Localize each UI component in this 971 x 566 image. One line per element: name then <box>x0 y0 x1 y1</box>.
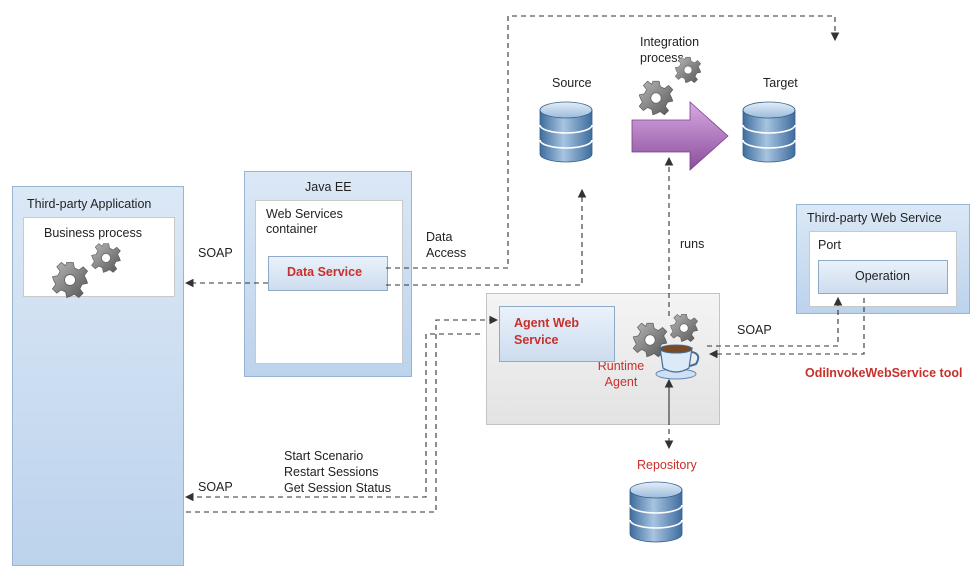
operation-label: Operation <box>855 269 910 283</box>
target-database-icon <box>742 101 796 163</box>
integration-process-label: Integration process <box>640 35 700 65</box>
repository-label: Repository <box>637 458 697 472</box>
soap-to-operation-arrow <box>707 296 843 347</box>
business-process-gears-icon <box>51 243 121 299</box>
port-label: Port <box>818 238 841 252</box>
source-label: Source <box>552 76 592 90</box>
process-arrow-icon <box>631 101 729 171</box>
third-party-web-service-title: Third-party Web Service <box>807 211 942 225</box>
runtime-agent-label: Runtime Agent <box>597 359 645 389</box>
soap-return-arrow <box>184 333 480 502</box>
operation-box[interactable]: Operation <box>818 260 948 294</box>
java-ee-title: Java EE <box>305 180 352 194</box>
repository-database-icon <box>629 481 683 543</box>
soap-right-label: SOAP <box>737 323 772 337</box>
source-database-icon <box>539 101 593 163</box>
data-service-label: Data Service <box>287 265 363 279</box>
target-label: Target <box>763 76 798 90</box>
data-access-to-target-arrow <box>386 15 840 269</box>
soap-bottom-label: SOAP <box>198 480 233 494</box>
soap-from-operation-arrow <box>708 298 865 359</box>
operation-get-session-status: Get Session Status <box>284 481 392 495</box>
web-services-container-label: Web Services container <box>266 207 343 236</box>
data-access-label: Data Access <box>426 230 467 260</box>
agent-web-service-box[interactable]: Agent Web Service <box>499 306 615 362</box>
agent-web-service-label: Agent Web Service <box>514 316 580 347</box>
runs-label: runs <box>680 237 705 251</box>
business-process-box: Business process <box>23 217 175 297</box>
data-access-to-source-arrow <box>386 188 587 286</box>
operations-list: Start Scenario Restart Sessions Get Sess… <box>284 448 391 496</box>
soap-to-agent-arrow <box>186 315 499 513</box>
operation-restart-sessions: Restart Sessions <box>284 465 379 479</box>
operation-start-scenario: Start Scenario <box>284 449 364 463</box>
business-process-label: Business process <box>44 226 142 240</box>
third-party-application-title: Third-party Application <box>27 197 152 211</box>
soap-top-label: SOAP <box>198 246 233 260</box>
coffee-cup-icon <box>655 344 700 380</box>
data-service-box[interactable]: Data Service <box>268 256 388 291</box>
odi-invoke-web-service-tool-label: OdiInvokeWebService tool <box>805 366 963 380</box>
